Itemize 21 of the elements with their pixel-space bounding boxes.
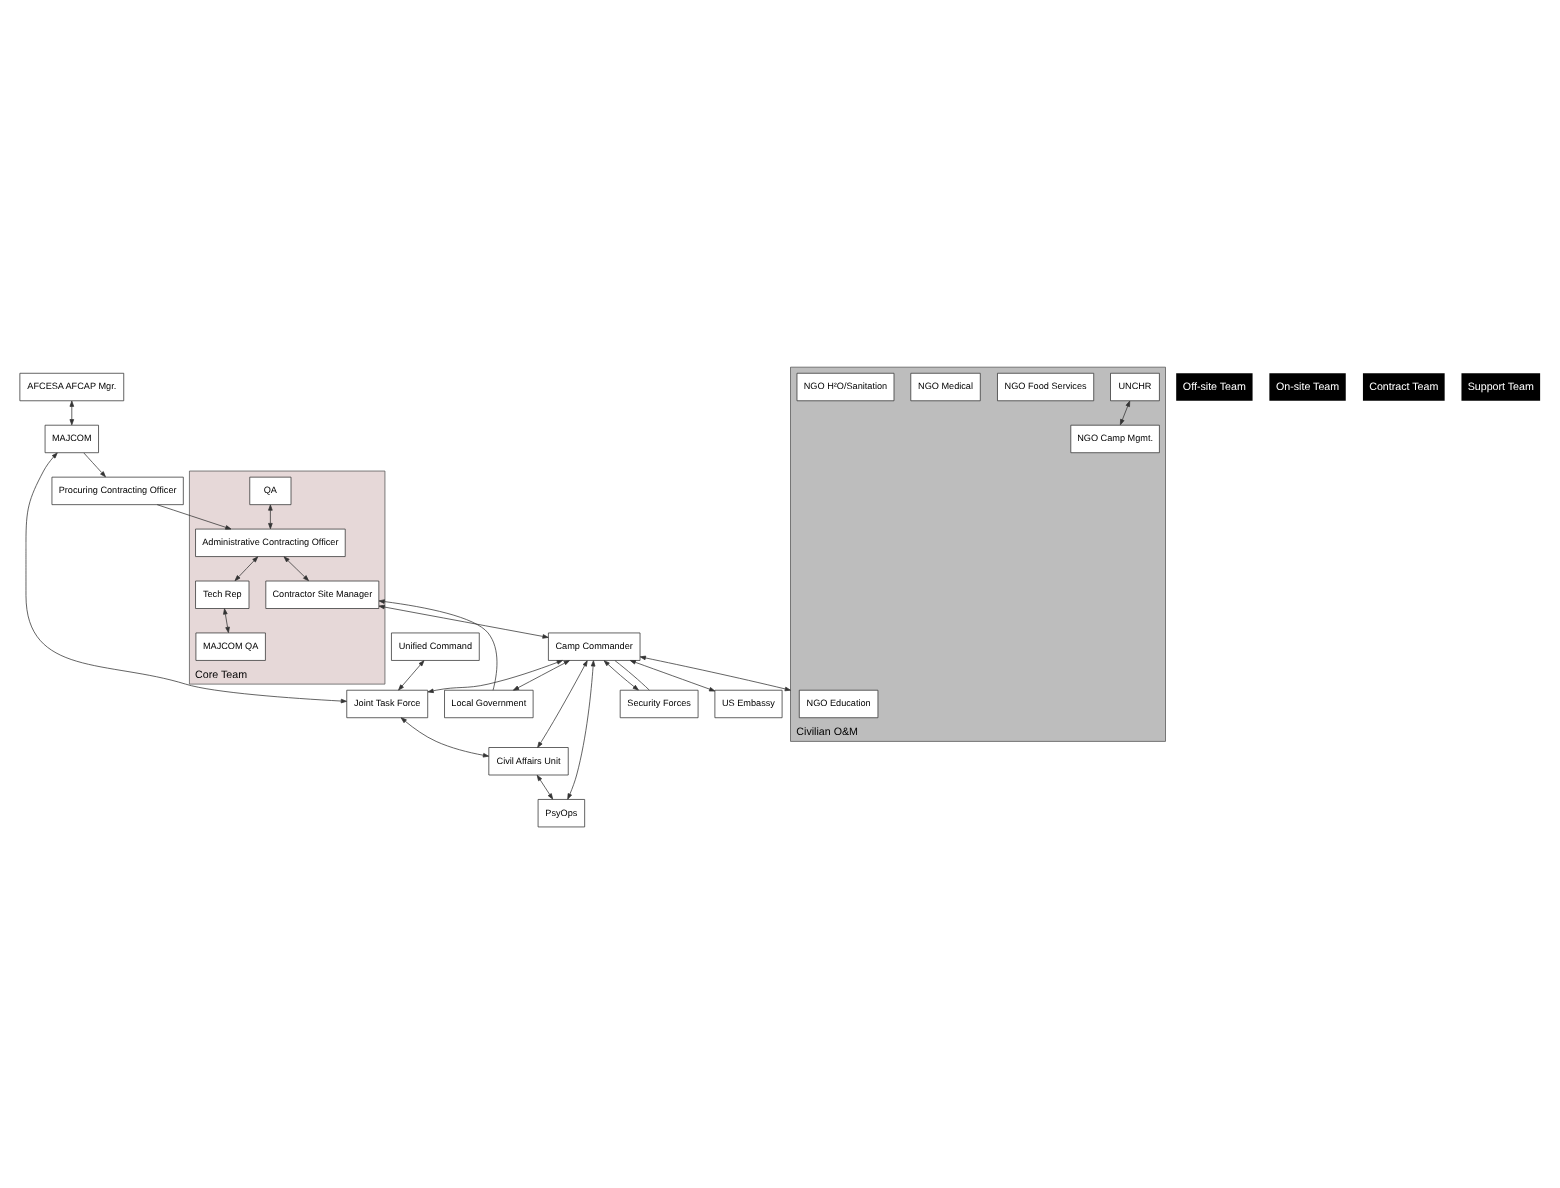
arrow <box>567 660 596 800</box>
arrow <box>268 504 273 530</box>
arrow <box>378 599 498 691</box>
arrow <box>1119 400 1131 426</box>
arrow <box>639 655 791 692</box>
arrow <box>283 556 309 582</box>
arrow <box>156 504 232 530</box>
arrow <box>83 452 106 478</box>
arrow <box>536 774 554 800</box>
arrow <box>400 717 490 758</box>
connector <box>614 660 650 691</box>
arrow <box>398 660 425 691</box>
arrow <box>603 660 639 691</box>
arrow <box>234 556 259 582</box>
arrow <box>537 660 588 748</box>
arrow <box>513 660 570 691</box>
arrow <box>223 608 230 633</box>
arrow <box>427 660 563 694</box>
arrow <box>378 604 549 639</box>
arrow <box>69 400 75 426</box>
arrow <box>629 660 716 692</box>
